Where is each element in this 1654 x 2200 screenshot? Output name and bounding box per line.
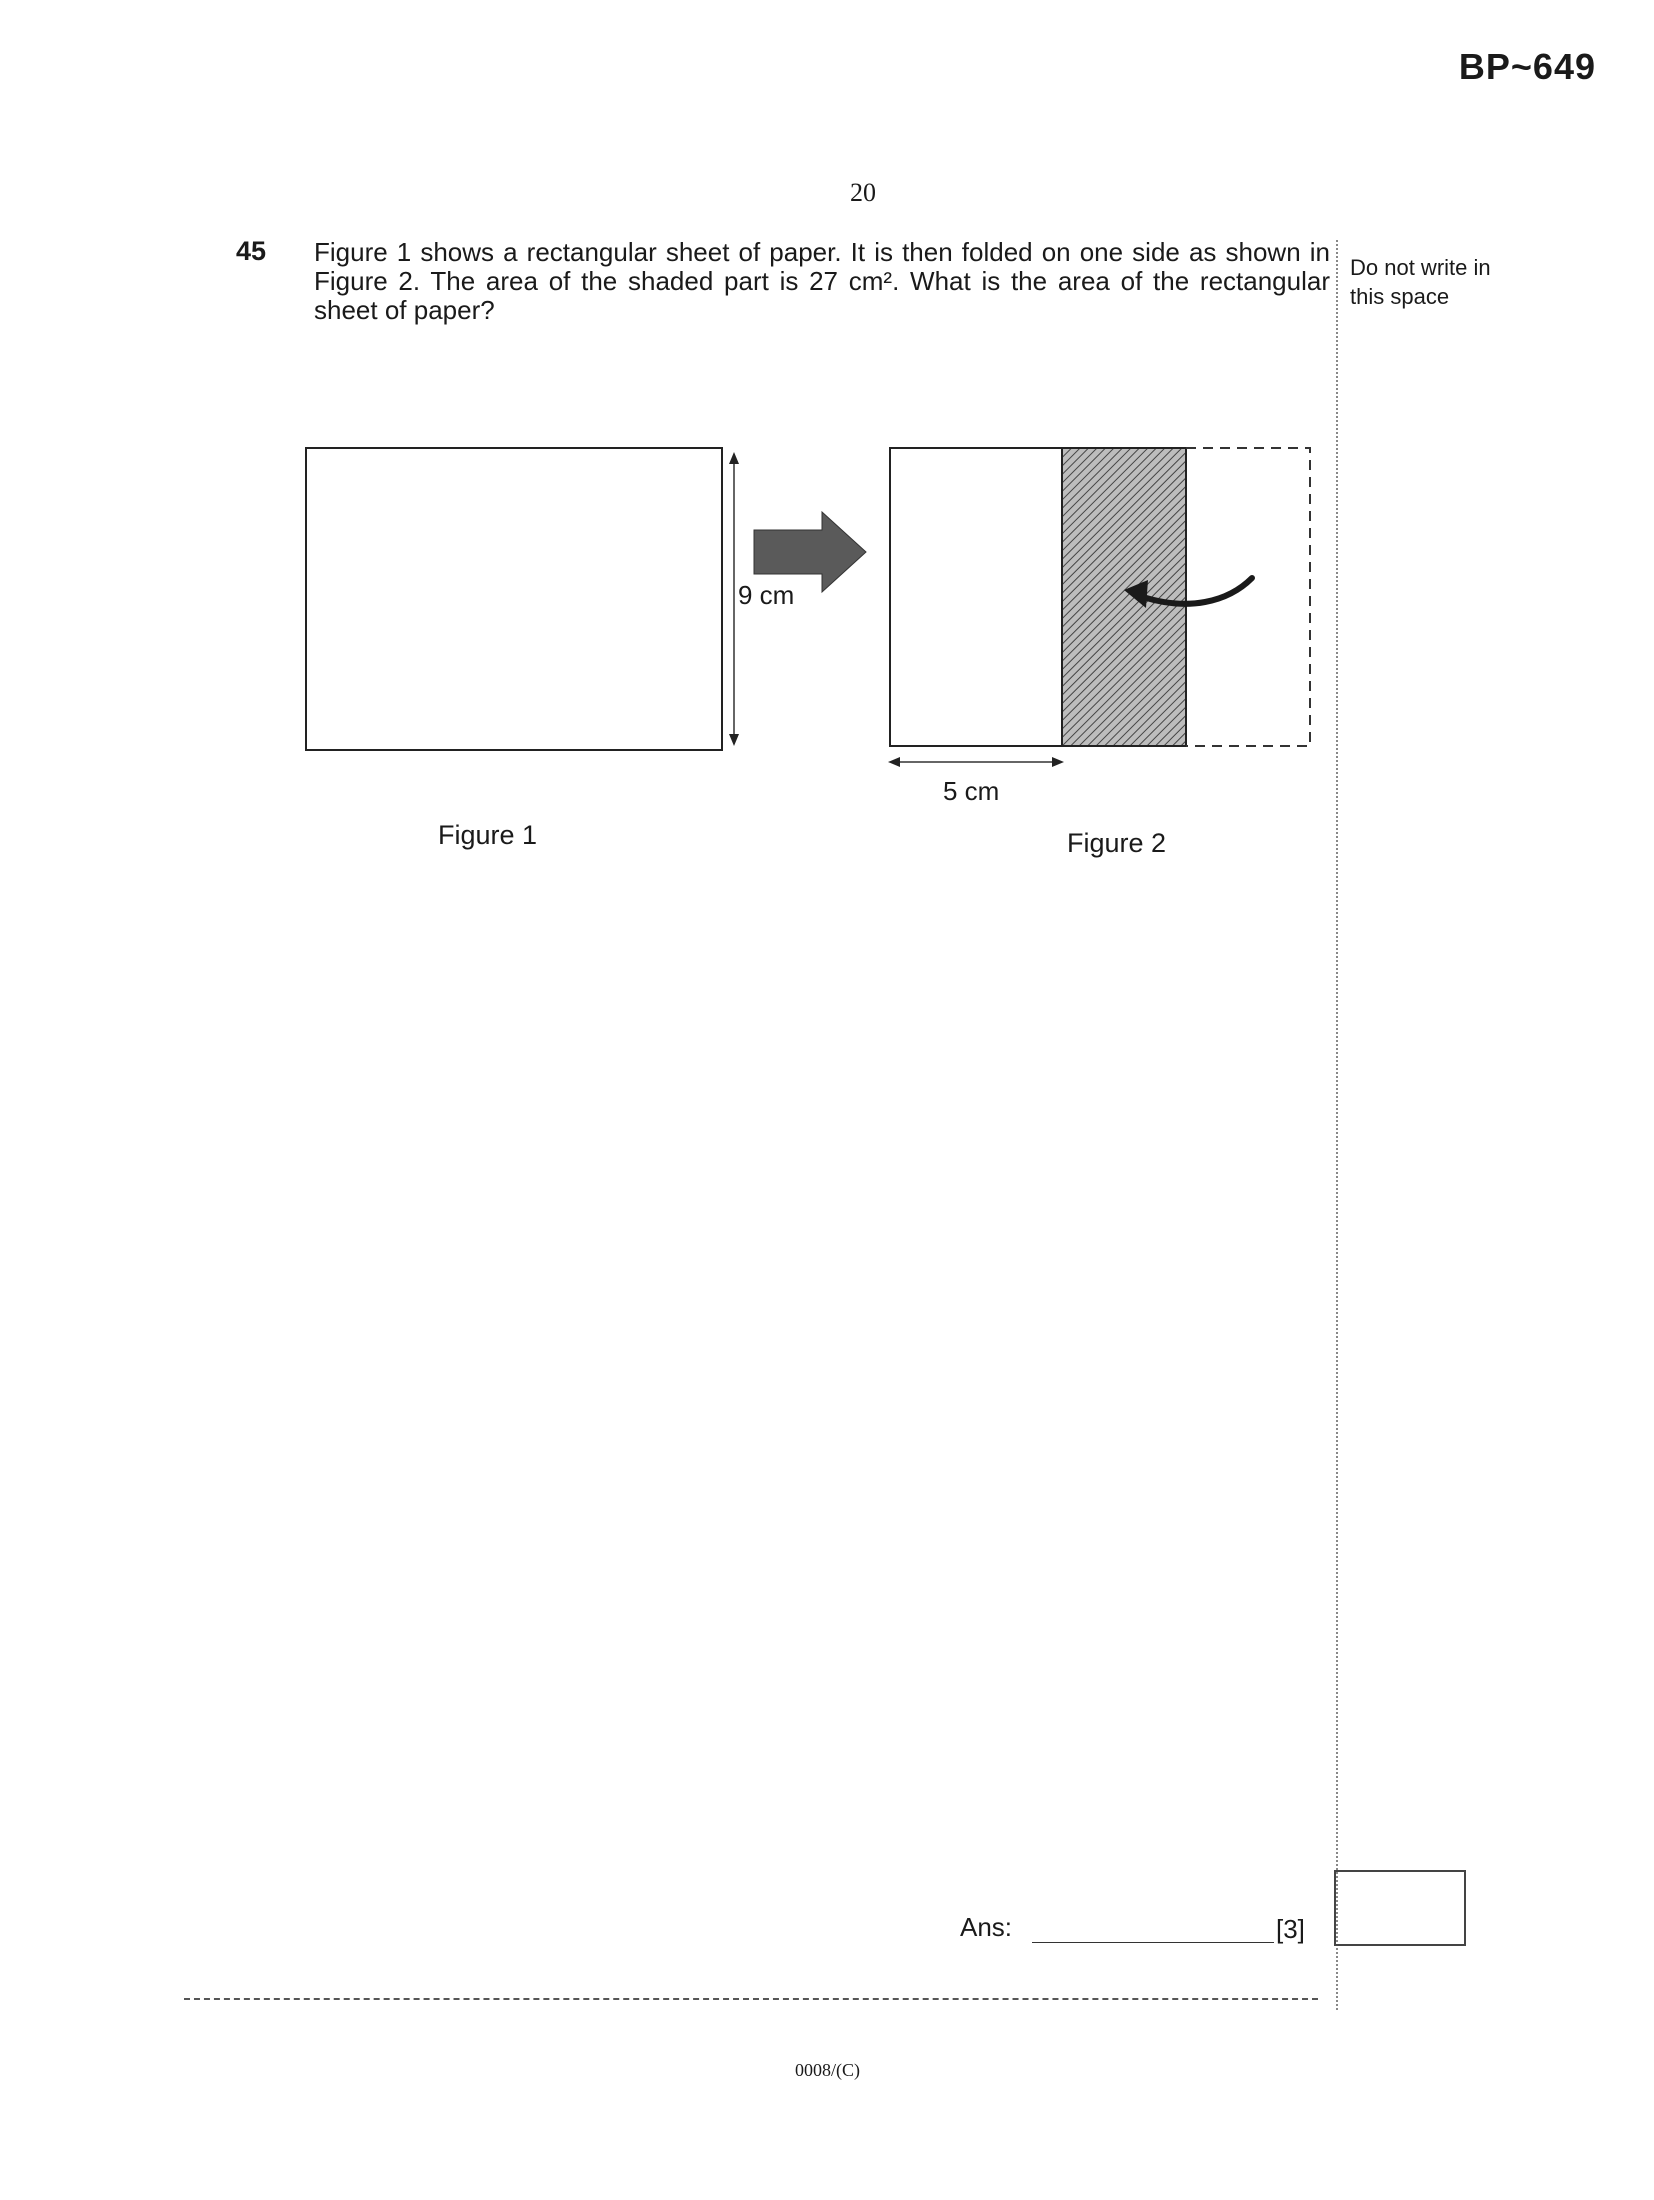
- height-dimension-label: 9 cm: [738, 580, 795, 610]
- figure2-width-arrow: [888, 757, 1064, 767]
- figure1-caption: Figure 1: [438, 820, 538, 850]
- width-dimension-label: 5 cm: [943, 776, 1000, 806]
- fold-transition-arrow: [753, 510, 867, 594]
- margin-divider-line: [1336, 240, 1338, 2010]
- figure1-height-arrow: [729, 452, 739, 746]
- document-reference-code: BP~649: [1458, 46, 1596, 87]
- end-of-question-rule: [184, 1998, 1318, 2000]
- figure2-dashed-outline: [1186, 447, 1311, 747]
- marks-indicator: [3]: [1276, 1914, 1305, 1944]
- footer-code: 0008/(C): [795, 2060, 860, 2080]
- question-text: Figure 1 shows a rectangular sheet of pa…: [314, 237, 1330, 325]
- figure1-rectangle: [305, 447, 723, 751]
- answer-line[interactable]: [1032, 1942, 1274, 1943]
- examiner-mark-box: [1334, 1870, 1466, 1946]
- figure2-caption: Figure 2: [1067, 828, 1167, 858]
- figure2-fold-arrow: [1124, 575, 1255, 608]
- page-number: 20: [850, 178, 876, 207]
- margin-note: Do not write in this space: [1350, 255, 1491, 309]
- answer-label: Ans:: [960, 1912, 1013, 1942]
- figure2-unfolded-part: [889, 447, 1063, 747]
- question-number: 45: [236, 236, 267, 266]
- figure2-shaded-part: [1061, 447, 1187, 747]
